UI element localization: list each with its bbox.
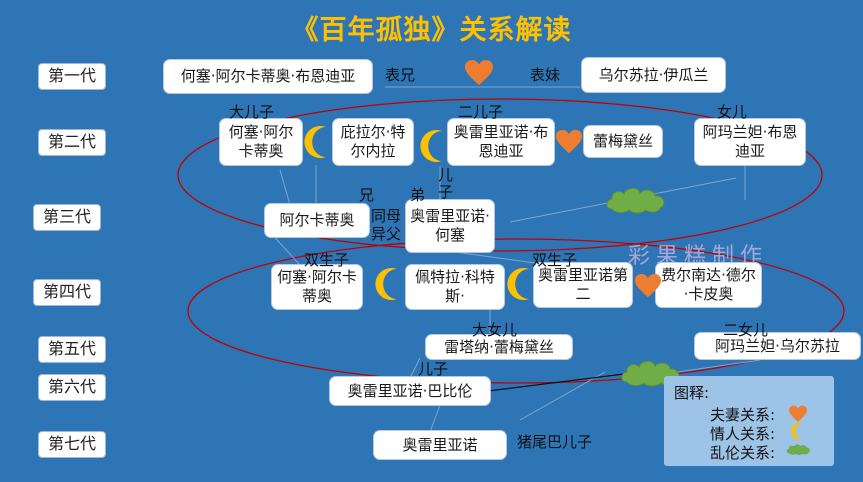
- moon-icon: [791, 422, 803, 440]
- person-arcadio: 阿尔卡蒂奥: [264, 203, 370, 238]
- person-renata-remedios: 雷塔纳·蕾梅黛丝: [425, 334, 573, 360]
- generation-label-4: 第四代: [33, 279, 101, 306]
- moon-icon: [507, 268, 529, 300]
- label-cousin-male: 表兄: [385, 66, 416, 84]
- label-eldest-daughter: 大女儿: [472, 321, 518, 339]
- label-daughter: 女儿: [717, 103, 748, 121]
- legend: 图释: 夫妻关系: 情人关系: 乱伦关系:: [664, 376, 834, 466]
- generation-label-1: 第一代: [38, 63, 106, 90]
- person-pilar-ternera: 庇拉尔·特尔内拉: [332, 118, 414, 166]
- gen2-3-ellipse: [177, 98, 823, 252]
- person-jose-arcadio-segundo: 何塞·阿尔卡蒂奥: [271, 264, 363, 310]
- heart-icon: [555, 129, 583, 154]
- generation-label-7: 第七代: [38, 431, 106, 458]
- label-eldest-son: 大儿子: [229, 103, 275, 121]
- moon-icon: [375, 268, 397, 300]
- person-fernanda: 费尔南达·德尔·卡皮奥: [655, 262, 762, 308]
- legend-title: 图释:: [674, 384, 710, 402]
- heart-icon: [465, 60, 493, 85]
- person-amaranta-ursula: 阿玛兰妲·乌尔苏拉: [694, 332, 861, 360]
- label-son-1: 儿: [438, 166, 454, 184]
- label-son-gen6: 儿子: [418, 360, 449, 378]
- gen4-5-ellipse: [187, 238, 845, 384]
- legend-incest-label: 乱伦关系:: [710, 444, 776, 462]
- person-remedios: 蕾梅黛丝: [583, 125, 663, 158]
- label-son-2: 子: [438, 183, 454, 201]
- person-petra-cotes: 佩特拉·科特斯·: [405, 264, 505, 310]
- person-aureliano-jose: 奥雷里亚诺·何塞: [405, 199, 495, 253]
- label-twins-2: 双生子: [532, 251, 578, 269]
- person-aureliano-last: 奥雷里亚诺: [373, 430, 507, 460]
- label-half-brothers: 同母异父: [371, 207, 402, 243]
- legend-lover-label: 情人关系:: [710, 425, 776, 443]
- person-aureliano-buendia: 奥雷里亚诺·布恩迪亚: [447, 118, 555, 166]
- generation-label-2: 第二代: [38, 129, 106, 156]
- person-jose-arcadio-buendia: 何塞·阿尔卡蒂奥·布恩迪亚: [163, 59, 373, 94]
- generation-label-6: 第六代: [38, 374, 106, 401]
- moon-icon: [304, 126, 326, 158]
- label-cousin-female: 表妹: [530, 66, 561, 84]
- page-title: 《百年孤独》关系解读: [291, 15, 572, 46]
- label-second-son: 二儿子: [458, 103, 504, 121]
- label-pig-tail-son: 猪尾巴儿子: [517, 433, 593, 451]
- person-aureliano-segundo: 奥雷里亚诺第二: [533, 262, 633, 308]
- heart-icon: [789, 405, 807, 422]
- label-elder-brother: 兄: [359, 186, 375, 204]
- label-twins-1: 双生子: [304, 251, 350, 269]
- moon-icon: [420, 130, 442, 162]
- label-second-daughter: 二女儿: [723, 321, 769, 339]
- person-amaranta: 阿玛兰妲·布恩迪亚: [694, 118, 806, 166]
- generation-label-5: 第五代: [38, 336, 106, 363]
- person-aureliano-babilonia: 奥雷里亚诺·巴比伦: [329, 376, 491, 406]
- generation-label-3: 第三代: [33, 204, 101, 231]
- person-jose-arcadio: 何塞·阿尔卡蒂奥: [219, 118, 303, 166]
- incest-line-gen6: [487, 371, 641, 392]
- cloud-icon: [606, 187, 665, 214]
- legend-spouse-label: 夫妻关系:: [710, 406, 776, 424]
- person-ursula: 乌尔苏拉·伊瓜兰: [581, 57, 726, 93]
- cloud-icon: [786, 444, 810, 455]
- heart-icon: [634, 273, 662, 298]
- label-younger-brother: 弟: [410, 186, 426, 204]
